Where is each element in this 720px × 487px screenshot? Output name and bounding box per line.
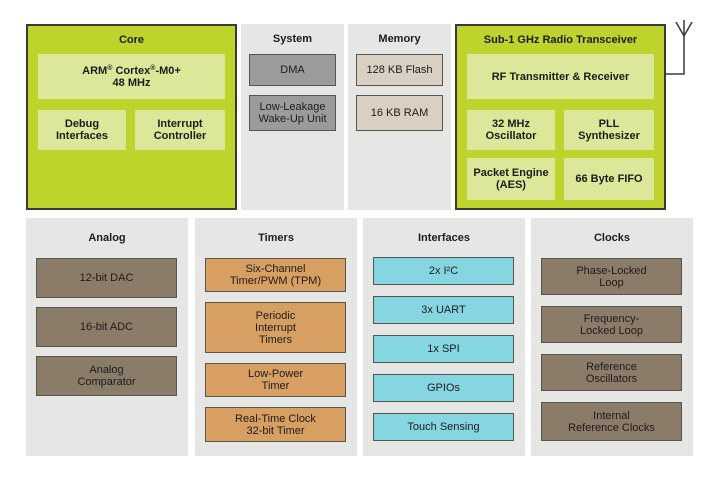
adc-box: 16-bit ADC (36, 307, 177, 347)
oscillator-box: 32 MHz Oscillator (467, 110, 555, 150)
uart-box: 3x UART (373, 296, 514, 324)
radio-title: Sub-1 GHz Radio Transceiver (483, 34, 638, 46)
cpu-box: ARM® Cortex®-M0+48 MHz (38, 54, 225, 99)
pit-box: Periodic Interrupt Timers (205, 302, 346, 353)
cpu-label: ARM® Cortex®-M0+48 MHz (82, 64, 181, 89)
fll-box: Frequency- Locked Loop (541, 306, 682, 343)
wakeup-unit-box: Low-Leakage Wake-Up Unit (249, 95, 336, 131)
low-power-timer-box: Low-Power Timer (205, 363, 346, 397)
reference-oscillators-box: Reference Oscillators (541, 354, 682, 391)
system-panel: System DMA Low-Leakage Wake-Up Unit (241, 24, 344, 210)
gpios-box: GPIOs (373, 374, 514, 402)
analog-title: Analog (88, 232, 126, 244)
spi-box: 1x SPI (373, 335, 514, 363)
comparator-box: Analog Comparator (36, 356, 177, 396)
interrupt-controller-box: Interrupt Controller (135, 110, 225, 150)
dma-box: DMA (249, 54, 336, 86)
timers-title: Timers (258, 232, 294, 244)
core-title: Core (118, 34, 145, 46)
rf-box: RF Transmitter & Receiver (467, 54, 654, 99)
antenna-icon (666, 20, 693, 75)
system-title: System (272, 33, 313, 45)
fifo-box: 66 Byte FIFO (564, 158, 654, 200)
internal-reference-clocks-box: Internal Reference Clocks (541, 402, 682, 441)
analog-panel: Analog 12-bit DAC 16-bit ADC Analog Comp… (26, 218, 188, 456)
tpm-box: Six-Channel Timer/PWM (TPM) (205, 258, 346, 292)
timers-panel: Timers Six-Channel Timer/PWM (TPM) Perio… (195, 218, 357, 456)
pll-clock-box: Phase-Locked Loop (541, 258, 682, 295)
interfaces-panel: Interfaces 2x I²C 3x UART 1x SPI GPIOs T… (363, 218, 525, 456)
touch-sensing-box: Touch Sensing (373, 413, 514, 441)
interfaces-title: Interfaces (418, 232, 470, 244)
pll-box: PLL Synthesizer (564, 110, 654, 150)
rtc-box: Real-Time Clock 32-bit Timer (205, 407, 346, 442)
flash-box: 128 KB Flash (356, 54, 443, 86)
clocks-panel: Clocks Phase-Locked Loop Frequency- Lock… (531, 218, 693, 456)
memory-panel: Memory 128 KB Flash 16 KB RAM (348, 24, 451, 210)
packet-engine-box: Packet Engine (AES) (467, 158, 555, 200)
core-block: Core ARM® Cortex®-M0+48 MHz Debug Interf… (26, 24, 237, 210)
clocks-title: Clocks (593, 232, 631, 244)
memory-title: Memory (378, 33, 421, 45)
debug-interfaces-box: Debug Interfaces (38, 110, 126, 150)
ram-box: 16 KB RAM (356, 95, 443, 131)
i2c-box: 2x I²C (373, 257, 514, 285)
radio-block: Sub-1 GHz Radio Transceiver RF Transmitt… (455, 24, 666, 210)
dac-box: 12-bit DAC (36, 258, 177, 298)
